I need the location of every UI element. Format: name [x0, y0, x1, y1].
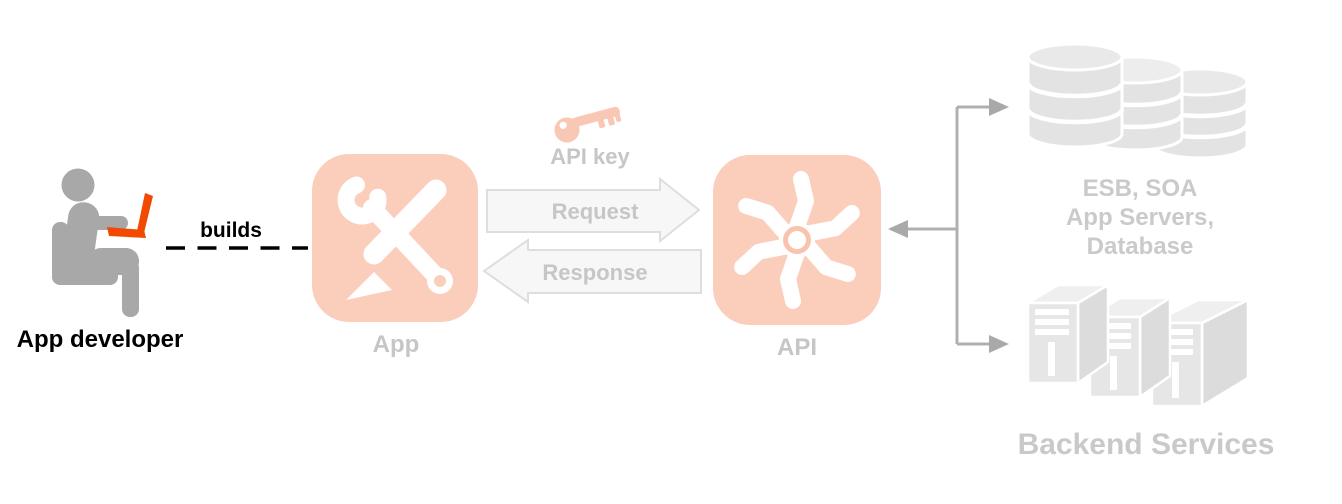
response-label: Response: [542, 260, 648, 285]
arrowhead-to-databases: [989, 98, 1009, 116]
response-arrow: [482, 238, 702, 304]
person-thigh: [88, 248, 139, 275]
app-label: App: [372, 331, 420, 358]
person-at-laptop-icon: [52, 168, 153, 317]
developer-label: App developer: [16, 326, 184, 353]
esb-label-line1: ESB, SOA: [1082, 175, 1198, 202]
database-cylinder: [1025, 42, 1125, 149]
gear-icon: [734, 171, 860, 309]
arrowhead-to-api: [888, 220, 908, 238]
server-tower: [1150, 297, 1250, 409]
esb-label-line3: Database: [1086, 233, 1194, 260]
request-arrow: [486, 176, 701, 244]
connector-lines: [888, 98, 1009, 353]
api-key-label: API key: [550, 144, 630, 169]
person-arm: [90, 216, 128, 230]
request-label: Request: [551, 199, 639, 224]
builds-dashed-line: [166, 246, 308, 250]
backend-servers-icon: [1023, 282, 1250, 409]
database-stack-icon: [1025, 42, 1250, 160]
person-torso: [61, 202, 100, 278]
pencil-icon: [346, 179, 447, 300]
app-icon: [312, 154, 478, 322]
request-response-arrows: [482, 176, 702, 304]
arrowhead-to-servers: [989, 335, 1009, 353]
api-label: API: [776, 334, 818, 361]
backend-label: Backend Services: [1017, 428, 1275, 461]
api-key-icon: [554, 106, 622, 143]
wrench-icon: [337, 176, 453, 294]
laptop-icon: [107, 193, 153, 238]
builds-label: builds: [200, 219, 262, 242]
api-icon: [713, 155, 881, 325]
server-tower: [1023, 282, 1113, 386]
esb-label-line2: App Servers,: [1065, 204, 1215, 231]
esb-label: ESB, SOA App Servers, Database: [1066, 174, 1214, 261]
person-head: [61, 168, 95, 202]
